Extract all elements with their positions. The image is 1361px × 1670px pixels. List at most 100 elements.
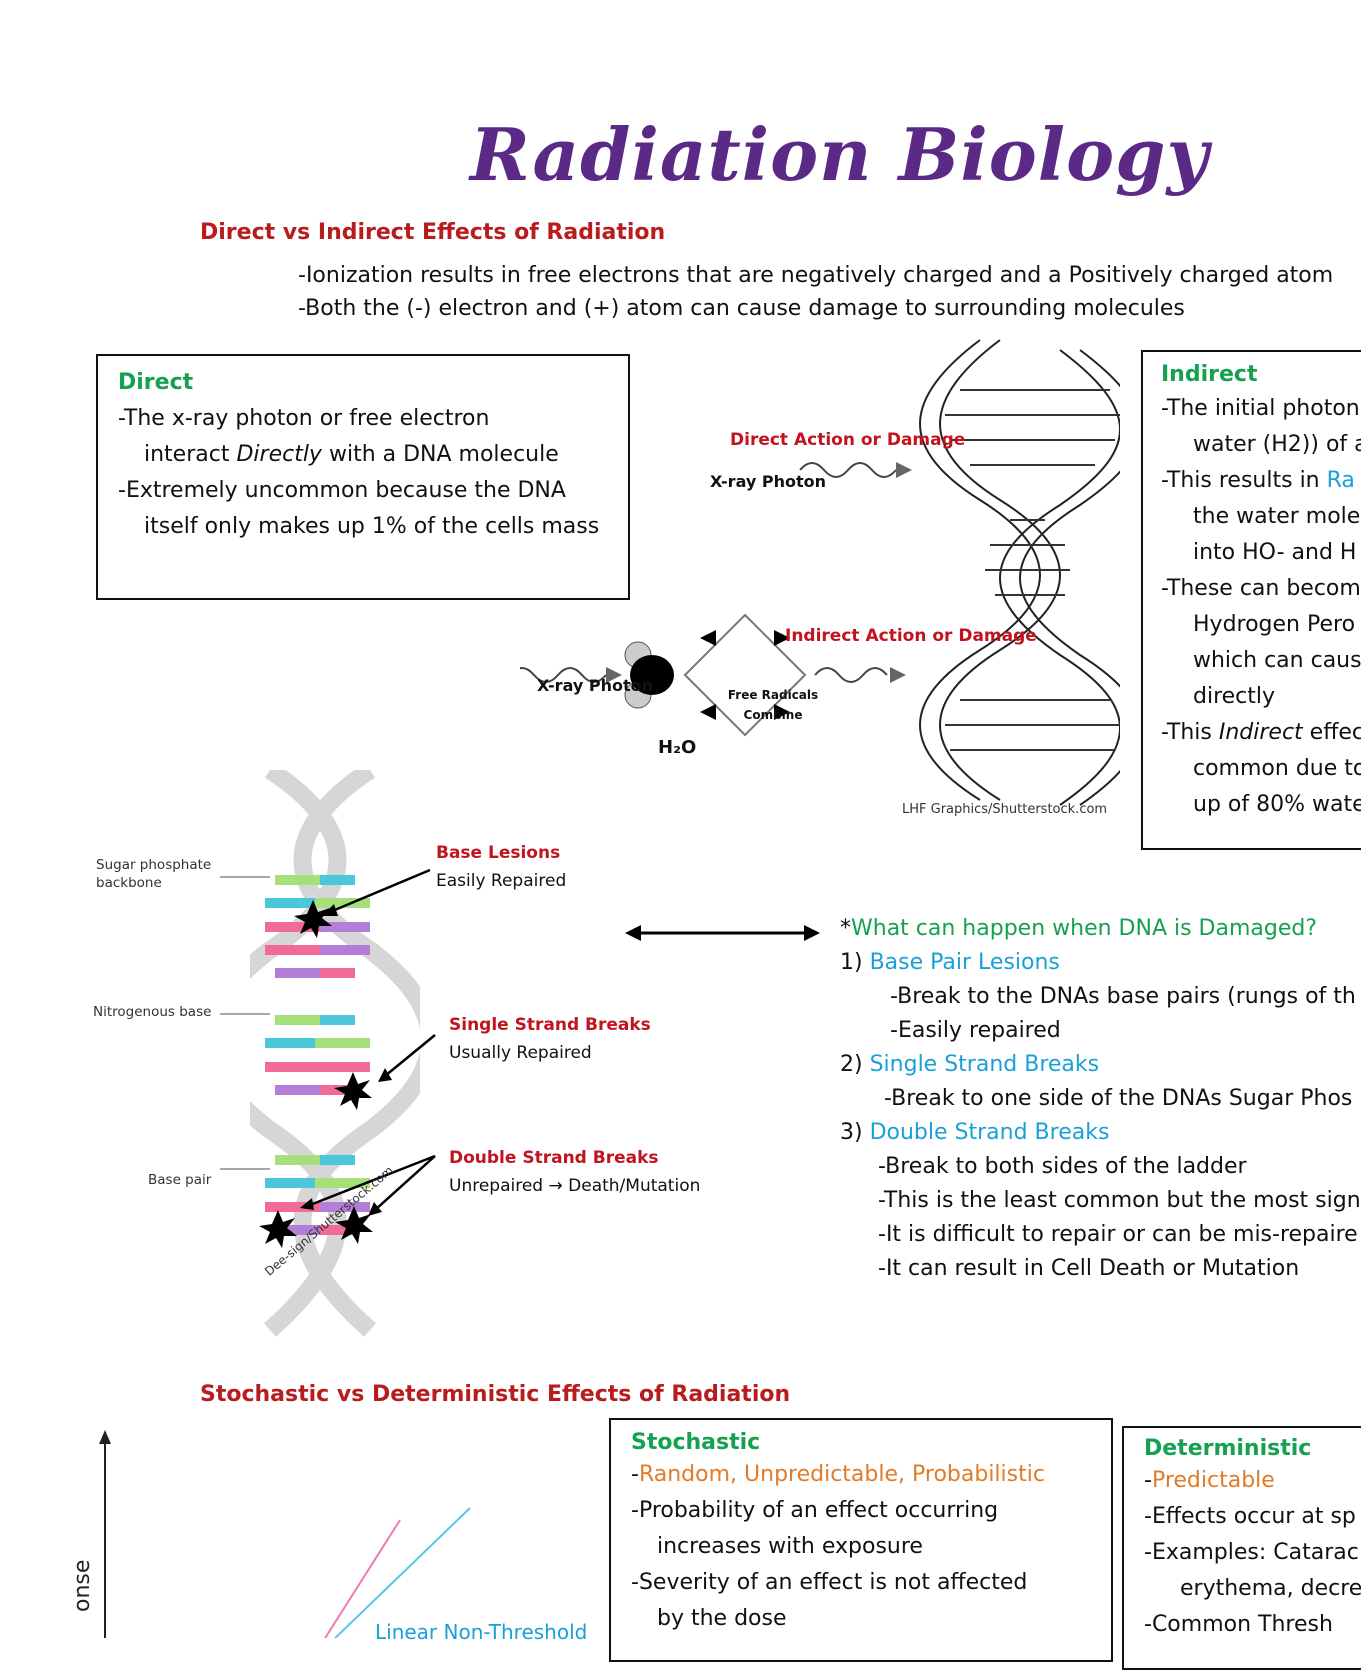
nitrogenous-base-label: Nitrogenous base [93, 1004, 212, 1020]
base-pairs [265, 875, 370, 1235]
damage-item-3-b: -This is the least common but the most s… [878, 1188, 1361, 1213]
graph-y-label: onse [70, 1559, 95, 1612]
damage-question-star: * [840, 916, 851, 941]
damage-item-3-a: -Break to both sides of the ladder [878, 1154, 1247, 1179]
damage-item-2-title: Single Strand Breaks [869, 1052, 1100, 1077]
label-leader-lines [220, 868, 436, 1170]
double-strand-label: Double Strand Breaks [449, 1148, 659, 1168]
dna-action-diagram [520, 339, 1120, 806]
direct-line-2b: Directly [236, 442, 322, 467]
dna-helix-large [919, 339, 1120, 806]
direct-action-label: Direct Action or Damage [730, 430, 966, 450]
dose-response-graph [99, 1430, 471, 1638]
direct-line-2a: interact [144, 442, 237, 467]
indirect-line-5: into HO- and H [1193, 540, 1357, 565]
wavy-photon-direct [799, 462, 897, 478]
deterministic-line-1: -Predictable [1144, 1463, 1361, 1499]
indirect-line-8: which can caus [1193, 648, 1361, 673]
deterministic-line-3: -Examples: Catarac [1144, 1540, 1359, 1565]
wavy-photon-after [814, 667, 888, 683]
intro-line-1: -Ionization results in free electrons th… [298, 263, 1334, 288]
damage-burst-icons [259, 900, 373, 1248]
arrowhead-indirect [606, 667, 622, 683]
damage-item-2-num: 2) [840, 1052, 870, 1077]
indirect-line-3b: Ra [1326, 468, 1355, 493]
indirect-line-3a: -This results in [1161, 468, 1327, 493]
blue-line [333, 1507, 471, 1638]
stochastic-line-5: by the dose [657, 1606, 787, 1631]
damage-question: *What can happen when DNA is Damaged? [840, 912, 1361, 946]
free-radicals-line-2: Combine [743, 708, 803, 722]
damage-item-1: 1) Base Pair Lesions [840, 946, 1361, 980]
double-arrow-icon [625, 925, 820, 941]
indirect-line-1: -The initial photon [1161, 396, 1360, 421]
deterministic-line-2: -Effects occur at sp [1144, 1504, 1356, 1529]
damage-item-3-d: -It can result in Cell Death or Mutation [878, 1256, 1300, 1281]
indirect-line-2: water (H2)) of a [1193, 432, 1361, 457]
indirect-box-clip: Indirect -The initial photon water (H2))… [1141, 350, 1361, 846]
indirect-line-11: common due to [1193, 756, 1361, 781]
y-axis-arrow [99, 1430, 111, 1444]
indirect-line-10b: Indirect [1218, 720, 1303, 745]
deterministic-line-4: erythema, decre [1180, 1576, 1361, 1601]
pink-line [323, 1519, 401, 1638]
damage-item-3: 3) Double Strand Breaks [840, 1116, 1361, 1150]
indirect-line-10c: effec [1302, 720, 1361, 745]
indirect-line-6: -These can becom [1161, 576, 1361, 601]
arrowhead-direct [896, 462, 912, 478]
deterministic-line-1-text: Predictable [1151, 1468, 1275, 1493]
base-lesions-label: Base Lesions [436, 843, 561, 863]
deterministic-line-5: -Common Thresh [1144, 1612, 1333, 1637]
free-radicals-line-1: Free Radicals [727, 688, 819, 702]
indirect-line-7: Hydrogen Pero [1193, 612, 1356, 637]
xray-photon-label-1: X-ray Photon [710, 472, 827, 491]
sugar-phosphate-line-1: Sugar phosphate [96, 857, 212, 873]
stochastic-line-1: -Random, Unpredictable, Probabilistic [631, 1457, 1045, 1493]
deterministic-box-clip: Deterministic -Predictable -Effects occu… [1122, 1426, 1361, 1638]
usually-repaired-label: Usually Repaired [449, 1043, 592, 1063]
dna-damage-diagram [250, 770, 420, 1337]
dna-damage-list: *What can happen when DNA is Damaged? 1)… [840, 912, 1361, 1292]
damage-question-text: What can happen when DNA is Damaged? [851, 916, 1318, 941]
deterministic-title: Deterministic [1144, 1436, 1312, 1461]
xray-photon-label-2: X-ray Photon [537, 676, 654, 695]
damage-item-2-a: -Break to one side of the DNAs Sugar Pho… [884, 1086, 1353, 1111]
free-radicals-label: Free Radicals Combine [718, 685, 828, 725]
damage-item-3-num: 3) [840, 1120, 870, 1145]
damage-item-1-num: 1) [840, 950, 870, 975]
page-title: Radiation Biology [470, 112, 1210, 197]
indirect-line-9: directly [1193, 684, 1276, 709]
direct-title: Direct [118, 370, 194, 395]
direct-line-2: interact Directly with a DNA molecule [118, 437, 599, 473]
single-strand-label: Single Strand Breaks [449, 1015, 651, 1035]
indirect-line-4: the water mole [1193, 504, 1361, 529]
intro-line-2: -Both the (-) electron and (+) atom can … [298, 296, 1185, 321]
direct-line-1: -The x-ray photon or free electron [118, 406, 490, 431]
credit-lhf: LHF Graphics/Shutterstock.com [902, 802, 1108, 817]
damage-item-1-a: -Break to the DNAs base pairs (rungs of … [890, 984, 1356, 1009]
easily-repaired-label: Easily Repaired [436, 871, 567, 891]
arrowhead-after [890, 667, 906, 683]
indirect-title: Indirect [1161, 362, 1258, 387]
indirect-line-10a: -This [1161, 720, 1219, 745]
stochastic-box: Stochastic -Random, Unpredictable, Proba… [609, 1418, 1113, 1662]
linear-non-threshold-label: Linear Non-Threshold [375, 1620, 588, 1644]
stochastic-line-4: -Severity of an effect is not affected [631, 1570, 1028, 1595]
damage-item-3-title: Double Strand Breaks [869, 1120, 1110, 1145]
deterministic-box [1122, 1426, 1361, 1670]
deterministic-box-content: Deterministic -Predictable -Effects occu… [1144, 1436, 1361, 1638]
indirect-box [1141, 350, 1361, 850]
double-strand-arrows [300, 1154, 436, 1216]
section-heading-direct-indirect: Direct vs Indirect Effects of Radiation [200, 220, 666, 245]
direct-line-3: -Extremely uncommon because the DNA [118, 478, 566, 503]
sugar-phosphate-label: Sugar phosphate backbone [96, 856, 211, 892]
deterministic-line-1-dash: - [1144, 1468, 1152, 1493]
indirect-box-content: Indirect -The initial photon water (H2))… [1161, 362, 1361, 823]
damage-item-3-c: -It is difficult to repair or can be mis… [878, 1222, 1358, 1247]
damage-item-1-title: Base Pair Lesions [869, 950, 1060, 975]
dna-rungs [945, 389, 1120, 751]
free-radicals-diamond-icon [683, 613, 807, 737]
direct-line-4: itself only makes up 1% of the cells mas… [144, 514, 600, 539]
indirect-action-label: Indirect Action or Damage [785, 626, 1037, 646]
wavy-photon-indirect [520, 667, 607, 683]
